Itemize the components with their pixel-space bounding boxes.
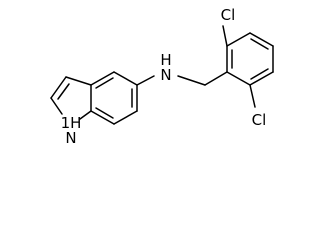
bond [249, 32, 274, 47]
atom-labels: Cl Cl H N 1H N [61, 6, 267, 147]
indole-hydrogen-label: 1H [61, 114, 82, 132]
bond [226, 32, 251, 47]
chlorine-label-bottom: Cl [252, 111, 267, 129]
chlorine-label-top: Cl [221, 6, 236, 24]
double-bond-inner [57, 83, 70, 100]
bond [226, 71, 251, 86]
bond [204, 71, 228, 86]
bond [79, 110, 92, 120]
double-bond-inner [250, 68, 269, 80]
double-bond-inner [95, 77, 114, 89]
bond [90, 110, 115, 125]
double-bond-inner [95, 107, 114, 119]
bond [222, 25, 228, 47]
bond [113, 110, 138, 125]
bond [50, 76, 67, 99]
bond [50, 97, 63, 115]
bond [249, 84, 256, 108]
bond [113, 71, 138, 86]
chemical-structure-diagram: Cl Cl H N 1H N [50, 6, 274, 147]
bond [136, 75, 155, 86]
amine-hydrogen-label: H [160, 51, 171, 69]
bond [65, 76, 92, 86]
bond [90, 71, 115, 86]
bond [249, 71, 274, 86]
bond-lines [50, 25, 274, 125]
bond [177, 75, 206, 86]
amine-nitrogen-label: N [160, 66, 171, 84]
double-bond-inner [250, 38, 269, 50]
indole-nitrogen-label: N [65, 129, 76, 147]
